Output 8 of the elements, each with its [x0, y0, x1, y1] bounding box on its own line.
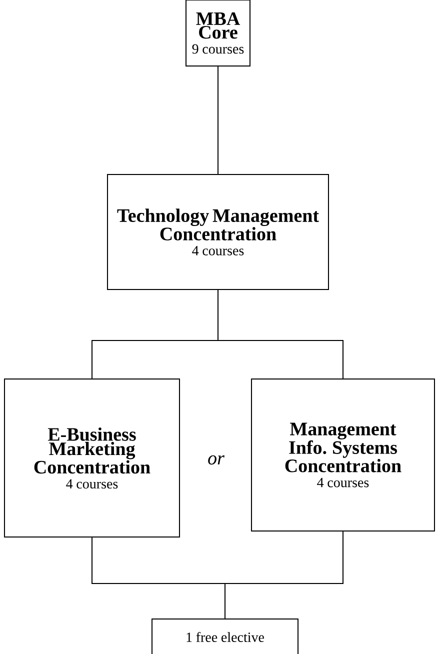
- or-label: or: [208, 455, 224, 465]
- connector-line: [218, 290, 344, 379]
- concentration-box: E-Business Marketing Concentration 4 courses: [4, 378, 180, 538]
- concentration-box: 1 free elective: [152, 618, 298, 654]
- concentration-box: Technology Management Concentration 4 courses: [107, 174, 329, 290]
- connector-line: [224, 531, 344, 619]
- concentration-box: Management Info. Systems Concentration 4 courses: [251, 378, 435, 532]
- concentration-box: MBA Core 9 courses: [186, 0, 250, 66]
